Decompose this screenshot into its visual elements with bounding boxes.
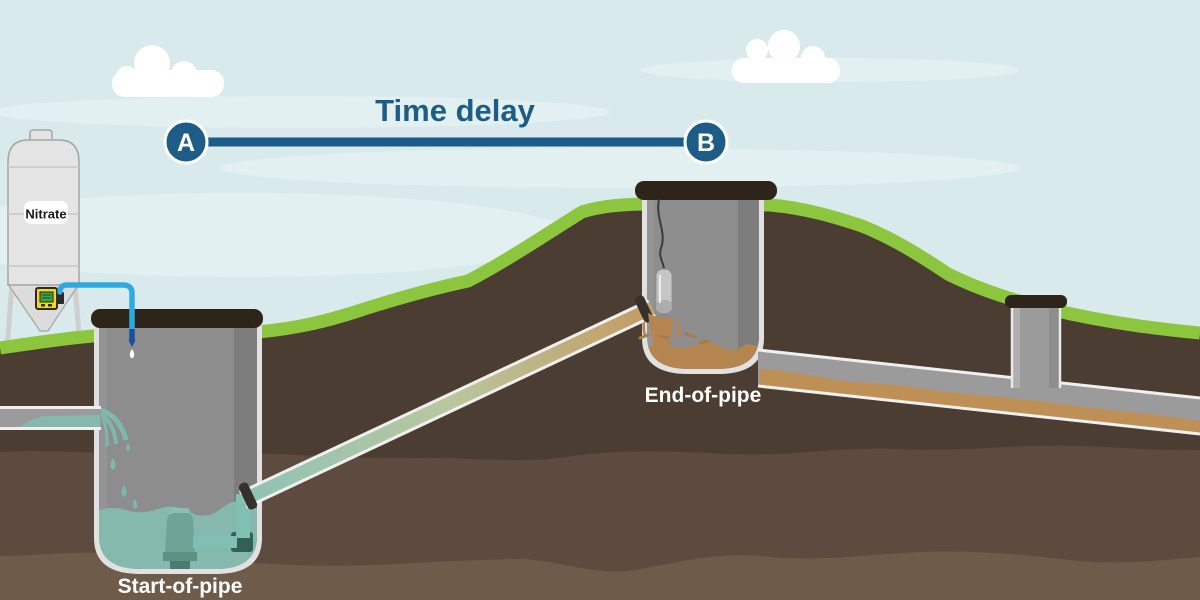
pump	[163, 508, 197, 569]
sensor-probe	[655, 198, 673, 314]
well-interior	[647, 193, 759, 369]
sensor-tip	[656, 300, 672, 313]
tube-connector	[57, 292, 64, 304]
well-contents	[647, 193, 759, 369]
connecting-pipe	[238, 295, 657, 510]
end-well-lid	[635, 181, 777, 200]
pipe-collar-start	[238, 482, 258, 510]
tube-nozzle	[128, 340, 136, 347]
point-a-circle	[163, 119, 209, 165]
nitrate-tank: Nitrate	[4, 129, 83, 349]
dosing-droplet	[129, 349, 135, 359]
inflow-pipe-water	[20, 415, 100, 427]
polluted-pool	[647, 342, 759, 369]
point-b-circle	[683, 119, 729, 165]
dosing-device	[35, 287, 64, 310]
end-of-pipe-label: End-of-pipe	[645, 384, 762, 407]
tube-run	[57, 282, 135, 332]
nitrate-label: Nitrate	[25, 207, 66, 222]
dosing-device-screen	[39, 291, 54, 303]
outlet-pipe-outline	[757, 348, 1200, 436]
point-b-label: B	[697, 129, 715, 157]
pour-stream	[648, 313, 674, 353]
dosing-tube	[57, 282, 136, 359]
pump-outlet-pipe	[193, 536, 237, 548]
outlet-pipe-sediment	[760, 369, 1200, 432]
end-of-pipe-well	[635, 181, 777, 374]
splashes	[638, 332, 710, 345]
inflow-pipe	[0, 406, 101, 430]
connecting-pipe-flow	[240, 302, 655, 506]
inflow-pipe-outline	[0, 406, 101, 430]
well-interior	[99, 320, 257, 569]
riser-outline	[1010, 304, 1062, 388]
inflow-spray	[99, 407, 138, 509]
nitrate-label-bg	[24, 201, 68, 224]
screen-lines	[42, 294, 51, 299]
start-of-pipe-well	[91, 309, 263, 574]
point-a-marker: A	[163, 119, 209, 165]
start-of-pipe-label: Start-of-pipe	[118, 575, 243, 598]
tank-leg	[4, 283, 15, 349]
time-delay-title: Time delay	[375, 93, 535, 128]
outlet-pipe	[757, 348, 1200, 436]
sky-streak	[0, 193, 570, 277]
cloud-right	[732, 30, 840, 83]
riser-lid	[1005, 295, 1067, 308]
point-a-label: A	[177, 129, 195, 157]
sensor-cable	[657, 198, 665, 271]
cloud-left	[112, 45, 224, 97]
time-delay-indicator: Time delay A B	[163, 93, 729, 165]
access-riser	[1005, 295, 1067, 388]
outflow-stream	[638, 313, 710, 353]
sky-streak	[0, 96, 610, 128]
point-b-marker: B	[683, 119, 729, 165]
sky-streak	[220, 148, 1020, 188]
start-well-lid	[91, 309, 263, 328]
